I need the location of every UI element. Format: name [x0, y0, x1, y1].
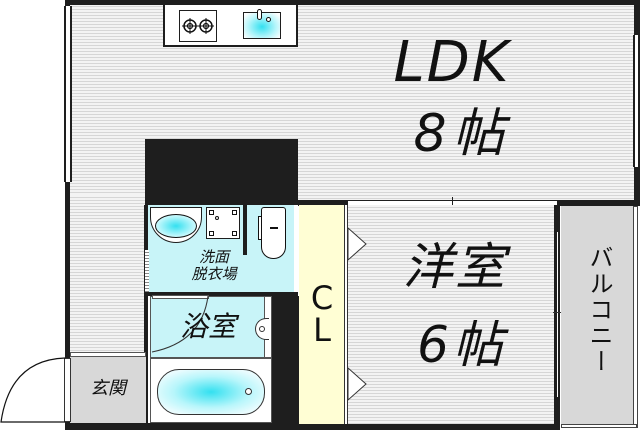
bathroom-label: 浴室	[179, 310, 236, 343]
pipe-shaft	[145, 139, 298, 205]
window-left	[64, 6, 72, 182]
window-western	[555, 232, 560, 397]
balcony	[561, 206, 634, 424]
closet	[299, 205, 346, 424]
balcony-label: バルコニー	[585, 245, 613, 375]
partition-mark	[452, 197, 453, 209]
western-room	[348, 205, 555, 424]
balcony-bottom-edge	[561, 424, 637, 428]
closet-label-c: C	[310, 279, 334, 317]
ldk-label: LDK	[393, 30, 511, 95]
partition-toilet	[243, 205, 247, 255]
wall-bath-right	[272, 296, 300, 427]
toilet-icon	[258, 207, 286, 259]
entrance-step	[70, 352, 146, 357]
ldk-size-label: 8帖	[413, 104, 511, 164]
washroom-sliding-door	[145, 250, 149, 292]
wall-balcony-top	[557, 200, 640, 206]
entrance-door[interactable]	[64, 358, 71, 422]
washroom-label-line2: 脱衣場	[191, 265, 237, 283]
closet-door-rail	[344, 205, 348, 424]
wall-top	[65, 0, 640, 5]
washroom-label-line1: 洗面	[198, 248, 229, 266]
wall-washroom-left	[144, 205, 148, 427]
closet-door-icon-bottom	[348, 367, 367, 401]
shower-icon	[255, 318, 269, 340]
gas-stove-icon	[179, 10, 217, 42]
wall-left	[65, 0, 70, 430]
closet-door-icon-top	[348, 227, 367, 261]
hallway-floor	[70, 195, 146, 353]
kitchen-sink-icon	[243, 9, 281, 39]
wall-cl-top	[298, 200, 348, 206]
washing-machine-pan-icon	[206, 207, 240, 239]
bathroom-door-swing-icon	[151, 295, 209, 353]
bathroom-door-frame	[152, 295, 209, 299]
wall-washroom-bath	[146, 292, 298, 296]
bathtub-icon	[157, 369, 265, 415]
window-mark	[553, 312, 563, 313]
entrance-label: 玄関	[90, 378, 126, 399]
closet-label-l: L	[313, 311, 331, 349]
western-room-size-label: 6帖	[417, 316, 507, 374]
entrance	[70, 357, 146, 423]
window-right	[633, 35, 640, 167]
wall-bottom	[65, 423, 560, 430]
balcony-railing	[633, 206, 638, 428]
western-room-label: 洋室	[403, 238, 507, 296]
entrance-door-swing-icon	[0, 357, 66, 423]
